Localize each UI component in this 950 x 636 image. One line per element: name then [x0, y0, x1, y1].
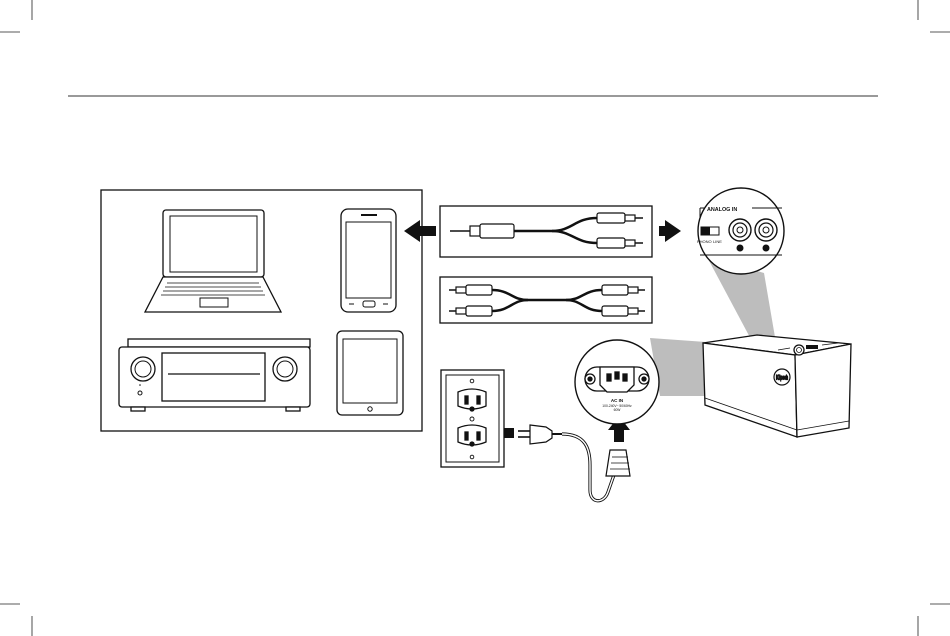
analog-in-label: ANALOG IN	[707, 207, 737, 213]
speaker-logo: Klipsch	[776, 375, 788, 382]
phono-label: PHONO	[697, 239, 712, 244]
power-cord-icon	[518, 425, 630, 501]
wall-outlet-icon	[441, 370, 504, 467]
speaker-icon: Klipsch	[703, 335, 851, 437]
left-arrow-icon	[404, 220, 436, 242]
ac-in-label: AC IN	[611, 398, 623, 403]
ac-power-label: 60W	[614, 408, 622, 412]
analog-in-zoom: ANALOG IN PHONO LINE	[697, 188, 784, 274]
laptop-icon	[145, 210, 281, 312]
av-receiver-icon	[119, 339, 310, 411]
ac-in-zoom: AC IN 100-240V~ 50/60Hz 60W	[575, 340, 659, 424]
rca-to-rca-cable-icon	[449, 285, 645, 316]
right-arrow-icon	[659, 220, 681, 242]
smartphone-icon	[341, 209, 396, 312]
aux-to-rca-cable-icon	[450, 213, 643, 248]
iec-inlet-icon	[585, 367, 649, 392]
tablet-icon	[337, 331, 403, 415]
line-label: LINE	[713, 239, 722, 244]
